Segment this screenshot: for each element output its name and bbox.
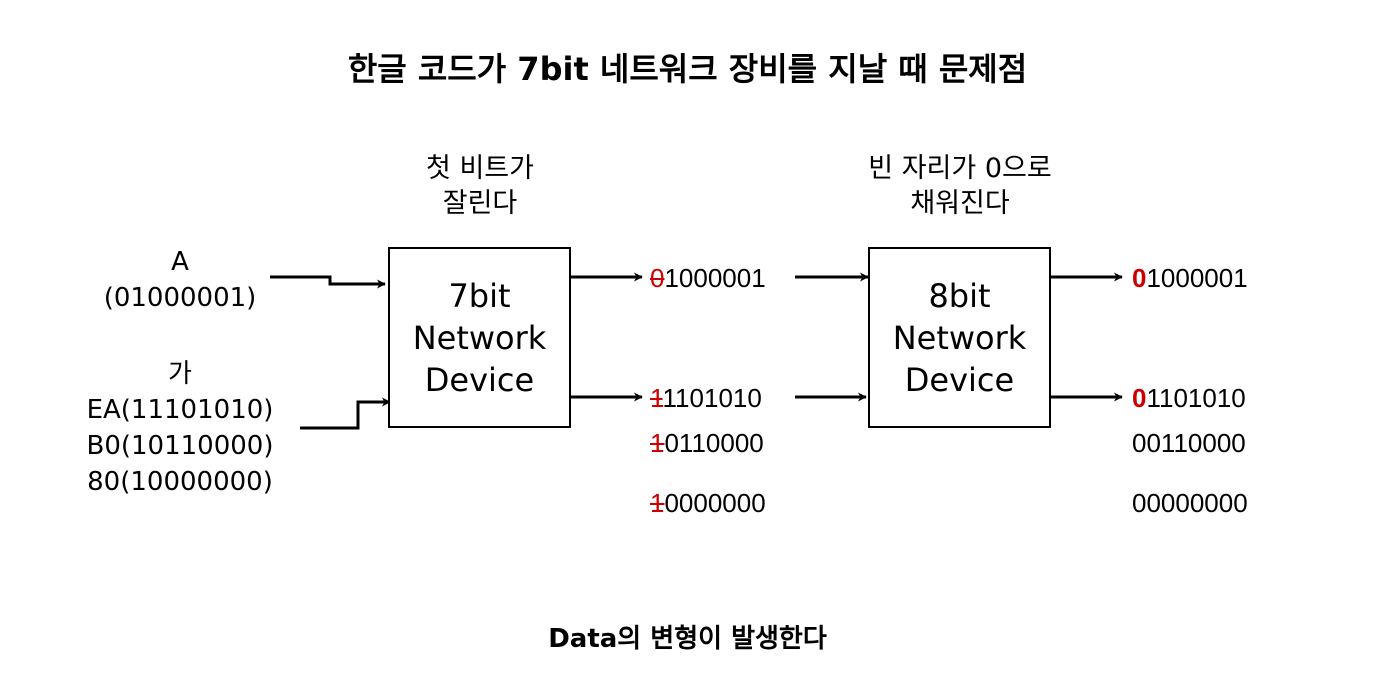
remaining-bits: 1000001: [664, 263, 766, 293]
bits-7bit-row1: 01000001: [650, 263, 766, 293]
cut-bit: 1: [650, 383, 663, 413]
input-a: A (01000001): [103, 247, 257, 313]
diagram-title: 한글 코드가 7bit 네트워크 장비를 지날 때 문제점: [347, 50, 1028, 88]
input-ga: 가 EA(11101010) B0(10110000) 80(10000000): [86, 359, 274, 497]
cut-bit: 0: [650, 263, 665, 293]
cut-bit: 1: [650, 428, 665, 458]
bits-7bit-row2: 11101010: [650, 383, 762, 413]
bits-8bit-row2: 01101010: [1132, 383, 1246, 413]
arrow-a-to-7bit: [270, 275, 386, 289]
note-first-bit-cut: 첫 비트가 잘린다: [426, 153, 534, 219]
remaining-bits: 1101010: [662, 383, 762, 413]
footer-caption: Data의 변형이 발생한다: [548, 624, 827, 654]
arrow-ga-to-7bit: [300, 397, 391, 430]
remaining-bits: 1000001: [1146, 263, 1248, 293]
remaining-bits: 0110000: [664, 428, 764, 458]
remaining-bits: 1101010: [1146, 383, 1246, 413]
filled-bit: 0: [1132, 383, 1147, 413]
bits-8bit-row4: 00000000: [1132, 488, 1248, 518]
filled-bit: 0: [1132, 263, 1147, 293]
bits-7bit-row4: 10000000: [650, 488, 766, 518]
bits-8bit-row3: 00110000: [1132, 428, 1246, 458]
device-7bit: 7bit Network Device: [388, 247, 571, 428]
note-filled-zero: 빈 자리가 0으로 채워진다: [868, 153, 1052, 219]
bits-7bit-row3: 10110000: [650, 428, 764, 458]
device-8bit: 8bit Network Device: [868, 247, 1051, 428]
cut-bit: 1: [650, 488, 665, 518]
remaining-bits: 0000000: [664, 488, 766, 518]
bits-8bit-row1: 01000001: [1132, 263, 1248, 293]
